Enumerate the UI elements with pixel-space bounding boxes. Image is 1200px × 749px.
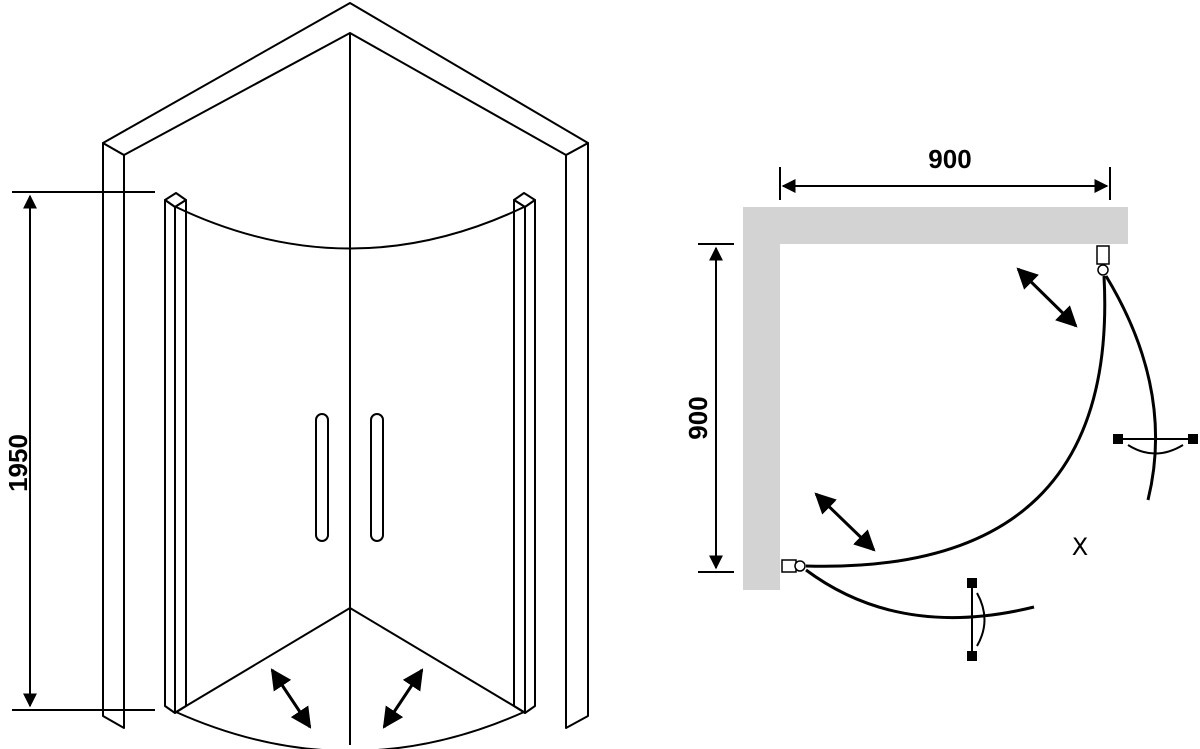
handle-square-left: [1113, 434, 1123, 444]
door-top-curve: [175, 206, 525, 250]
isometric-view: 1950: [3, 2, 589, 749]
handle-curve: [1127, 444, 1184, 455]
tray-edge-right: [349, 607, 525, 713]
handle-square-right: [1188, 434, 1198, 444]
corner-walls: [102, 2, 589, 745]
bottom-hinge-pivot: [794, 560, 806, 572]
depth-label: 900: [683, 396, 713, 439]
plan-wall: [743, 207, 1128, 590]
door-bottom-curve: [175, 711, 525, 749]
right-wall-face: [565, 142, 589, 729]
left-post-side: [164, 199, 176, 714]
x-marker: X: [1072, 533, 1088, 561]
height-label: 1950: [3, 434, 33, 492]
right-handle: [370, 413, 384, 542]
left-handle: [315, 413, 329, 542]
door-handles: [315, 413, 384, 542]
left-door-opening-arrow: [270, 668, 312, 729]
width-label: 900: [928, 144, 971, 174]
open-door-right: [1104, 275, 1157, 501]
right-post-side: [513, 199, 526, 714]
top-hinge-bracket: [1096, 245, 1110, 265]
left-wall-face: [102, 142, 125, 729]
handle-square-bottom: [967, 651, 977, 661]
wall-top-edge: [102, 2, 589, 156]
bottom-door-handle-symbol: [967, 578, 986, 661]
left-profile-post: [164, 192, 187, 714]
height-dimension: 1950: [3, 191, 155, 711]
top-hinge-pivot: [1097, 264, 1109, 276]
handle-curve-vertical: [976, 592, 986, 647]
plan-view: 900 900: [683, 144, 1198, 661]
left-post-front: [174, 199, 187, 714]
depth-dimension: 900: [683, 243, 734, 573]
bottom-door-swing-arrow: [814, 492, 876, 552]
tray-edge-left: [175, 607, 351, 713]
open-door-bottom: [805, 568, 1035, 620]
handle-square-top: [967, 578, 977, 588]
right-door-opening-arrow: [382, 668, 424, 729]
right-post-front: [524, 199, 536, 714]
bottom-hinge-bracket: [781, 559, 797, 573]
curved-doors: [175, 206, 525, 749]
closed-door-arc: [805, 275, 1107, 568]
width-dimension: 900: [779, 144, 1111, 200]
top-door-swing-arrow: [1016, 267, 1078, 328]
hinges: [781, 245, 1110, 573]
right-profile-post: [513, 192, 536, 714]
right-door-handle-symbol: [1113, 434, 1198, 455]
